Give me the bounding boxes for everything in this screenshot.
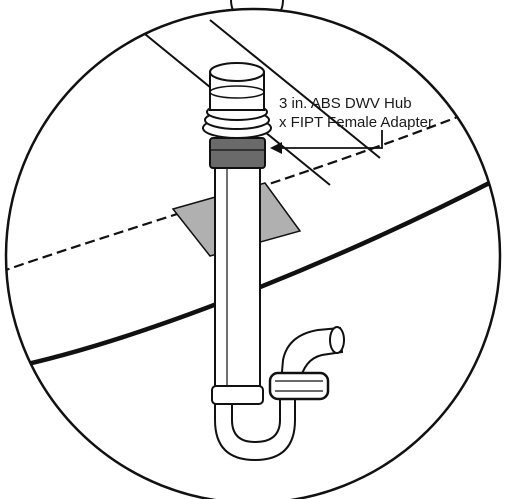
female-adapter xyxy=(209,137,266,169)
cleanout-cap-rim xyxy=(209,85,265,99)
callout-leader-line xyxy=(278,130,383,149)
lower-coupling xyxy=(211,385,264,405)
callout-label-line-1: 3 in. ABS DWV Hub xyxy=(279,95,412,112)
trap-slip-nut xyxy=(268,371,330,401)
vertical-pipe xyxy=(214,159,261,401)
callout-arrowhead xyxy=(270,142,282,154)
trap-arm-opening xyxy=(329,326,345,354)
callout-label-line-2: x FIPT Female Adapter xyxy=(279,114,433,131)
cleanout-cap-top xyxy=(209,62,265,82)
